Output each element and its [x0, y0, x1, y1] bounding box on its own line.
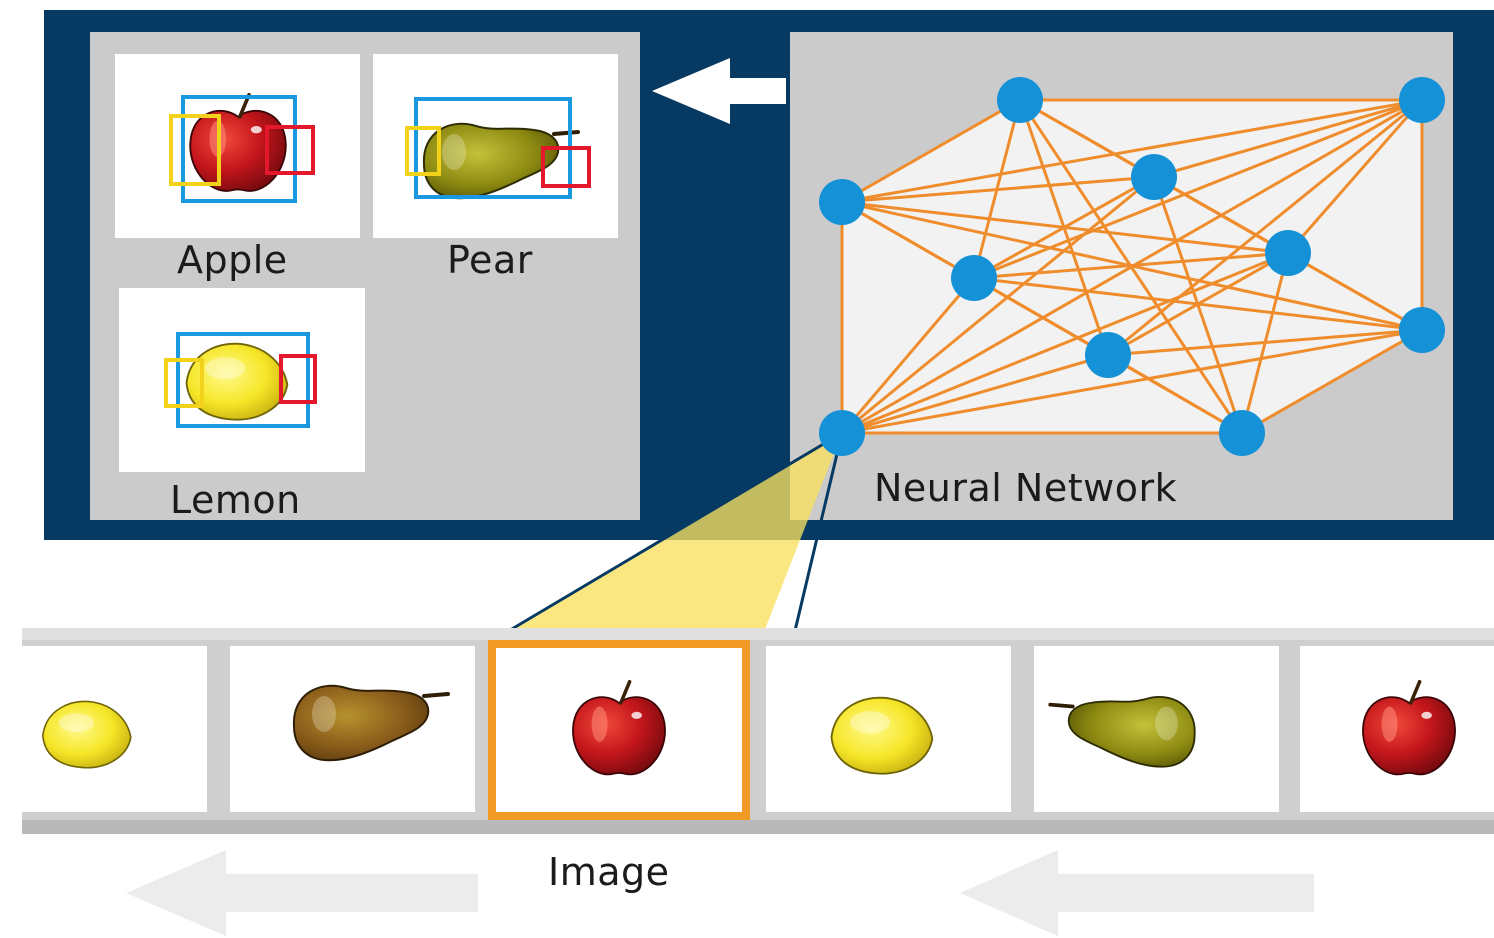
- conveyor-frame: [230, 646, 475, 812]
- result-card-lemon: [119, 288, 365, 472]
- conveyor-frame: [1300, 646, 1494, 812]
- network-edge: [1107, 98, 1423, 357]
- network-edge: [841, 98, 1423, 204]
- network-node: [1399, 307, 1445, 353]
- network-nodes: [819, 77, 1445, 456]
- result-card-pear: [373, 54, 618, 238]
- network-edge: [841, 328, 1423, 435]
- network-node: [819, 410, 865, 456]
- network-edge: [1153, 98, 1423, 179]
- network-edge: [1107, 328, 1423, 357]
- network-edge: [1153, 175, 1289, 255]
- network-edge: [973, 175, 1155, 280]
- conveyor-frame: [766, 646, 1011, 812]
- bbox-feature: [169, 114, 221, 186]
- network-node: [1399, 77, 1445, 123]
- network-edge: [841, 353, 1109, 435]
- network-edge: [1286, 99, 1424, 254]
- conveyor-frame: [22, 646, 207, 812]
- bbox-feature: [265, 125, 315, 175]
- network-edge: [1107, 251, 1289, 357]
- label-neural-network: Neural Network: [874, 466, 1178, 510]
- network-edge: [841, 175, 1155, 435]
- network-node: [1265, 230, 1311, 276]
- arrow-left-icon: [126, 850, 478, 936]
- arrow-left-icon: [652, 58, 786, 124]
- network-node: [1131, 154, 1177, 200]
- label-apple: Apple: [177, 238, 288, 282]
- network-node: [951, 255, 997, 301]
- network-edges: [840, 98, 1424, 435]
- network-edge: [1107, 353, 1243, 435]
- bbox-feature: [279, 354, 317, 404]
- network-edge: [973, 98, 1423, 280]
- network-edge: [841, 251, 1289, 435]
- bbox-object: [176, 332, 310, 428]
- bbox-feature: [164, 358, 204, 408]
- bbox-object: [181, 95, 297, 203]
- label-lemon: Lemon: [170, 478, 301, 522]
- bbox-feature: [541, 146, 591, 188]
- label-pear: Pear: [447, 238, 533, 282]
- network-edge: [841, 200, 975, 280]
- result-card-apple: [115, 54, 360, 238]
- bbox-feature: [405, 126, 441, 176]
- network-edge: [972, 99, 1022, 279]
- conveyor-frame-selected: [488, 640, 750, 820]
- network-edge: [973, 251, 1289, 280]
- network-node: [997, 77, 1043, 123]
- label-image: Image: [548, 850, 670, 894]
- network-node: [1219, 410, 1265, 456]
- network-edge: [1241, 328, 1423, 435]
- conveyor-frame: [1034, 646, 1279, 812]
- network-edge: [841, 98, 1021, 204]
- projection-edge: [489, 431, 843, 644]
- network-node: [1085, 332, 1131, 378]
- arrow-left-icon: [960, 850, 1314, 936]
- network-edge: [840, 277, 976, 434]
- network-node: [819, 179, 865, 225]
